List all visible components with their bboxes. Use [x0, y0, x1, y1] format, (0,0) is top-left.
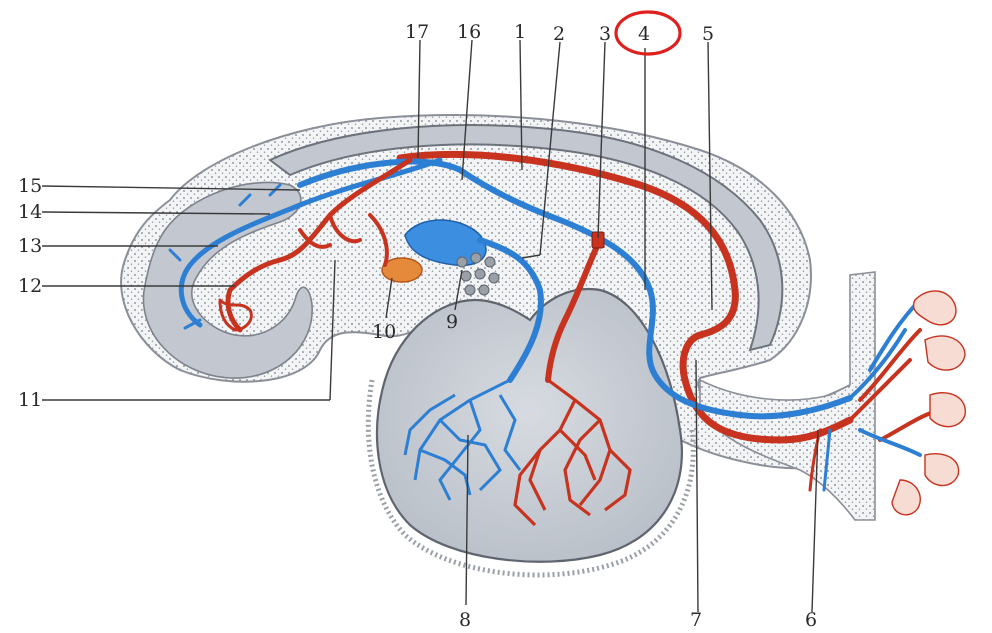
label-3: 3 [599, 23, 611, 45]
label-10: 10 [372, 321, 396, 343]
label-8: 8 [459, 609, 471, 631]
label-9: 9 [446, 311, 458, 333]
label-16: 16 [457, 21, 481, 43]
label-7: 7 [690, 609, 702, 631]
label-4: 4 [638, 23, 650, 45]
label-13: 13 [18, 235, 42, 257]
label-5: 5 [702, 23, 714, 45]
label-2: 2 [553, 23, 565, 45]
label-1: 1 [514, 21, 526, 43]
label-14: 14 [18, 201, 42, 223]
label-12: 12 [18, 275, 42, 297]
label-11: 11 [18, 389, 42, 411]
label-17: 17 [405, 21, 429, 43]
chorionic-villi [892, 291, 965, 515]
label-15: 15 [18, 175, 42, 197]
label-6: 6 [805, 609, 817, 631]
